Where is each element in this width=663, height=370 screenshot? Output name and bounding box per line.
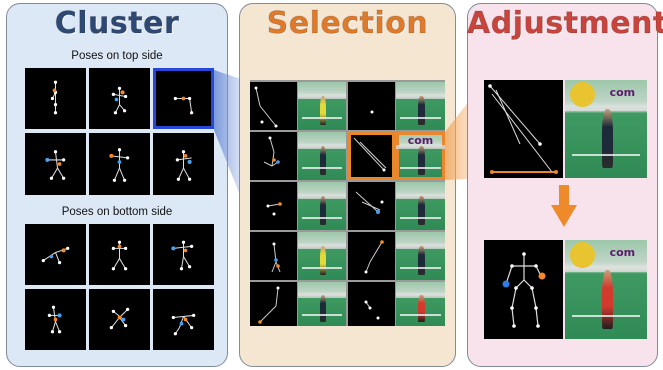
adjust-pose-before[interactable]: [484, 80, 563, 178]
selection-frame[interactable]: [298, 232, 346, 280]
selection-pose-tile[interactable]: [250, 82, 297, 130]
top-poses-label: Poses on top side: [71, 50, 163, 62]
selection-pose-tile[interactable]: [348, 182, 395, 230]
selection-pose-tile[interactable]: [348, 232, 395, 280]
selection-pose-tile[interactable]: [348, 282, 395, 326]
selection-frame[interactable]: [298, 282, 346, 326]
bottom-pose-tile[interactable]: [25, 289, 86, 350]
top-pose-tile[interactable]: [25, 68, 86, 129]
selection-pose-tile[interactable]: [250, 232, 297, 280]
selection-frame[interactable]: [396, 82, 445, 130]
selection-frame-selected[interactable]: com: [396, 132, 445, 180]
bottom-pose-tile[interactable]: [153, 289, 214, 350]
selection-frame[interactable]: [298, 132, 346, 180]
selection-pose-tile[interactable]: [348, 82, 395, 130]
top-pose-tile[interactable]: [25, 133, 86, 195]
selection-title: Selection: [266, 6, 429, 42]
selection-frame[interactable]: [298, 182, 346, 230]
selection-pose-tile[interactable]: [250, 282, 297, 326]
bottom-pose-tile[interactable]: [25, 224, 86, 285]
selection-frame[interactable]: [396, 282, 445, 326]
top-pose-tile[interactable]: [89, 133, 150, 195]
selection-pose-tile[interactable]: [250, 182, 297, 230]
selection-frame[interactable]: [396, 232, 445, 280]
bottom-pose-tile[interactable]: [89, 224, 150, 285]
down-arrow-icon: [551, 185, 577, 227]
bottom-poses-label: Poses on bottom side: [61, 206, 173, 218]
adjustment-title: Adjustment: [467, 6, 663, 42]
top-pose-tile[interactable]: [153, 133, 214, 195]
top-pose-tile-selected[interactable]: [153, 68, 214, 129]
bottom-pose-tile[interactable]: [153, 224, 214, 285]
cluster-title: Cluster: [54, 6, 180, 42]
bottom-pose-tile[interactable]: [89, 289, 150, 350]
adjust-pose-after[interactable]: [484, 240, 563, 339]
selection-frame[interactable]: [396, 182, 445, 230]
selection-pose-tile[interactable]: [250, 132, 297, 180]
top-pose-tile[interactable]: [89, 68, 150, 129]
adjust-frame-before[interactable]: com: [565, 80, 647, 178]
selection-pose-tile-selected[interactable]: [348, 132, 395, 180]
selection-frame[interactable]: [298, 82, 346, 130]
adjust-frame-after[interactable]: com: [565, 240, 647, 339]
